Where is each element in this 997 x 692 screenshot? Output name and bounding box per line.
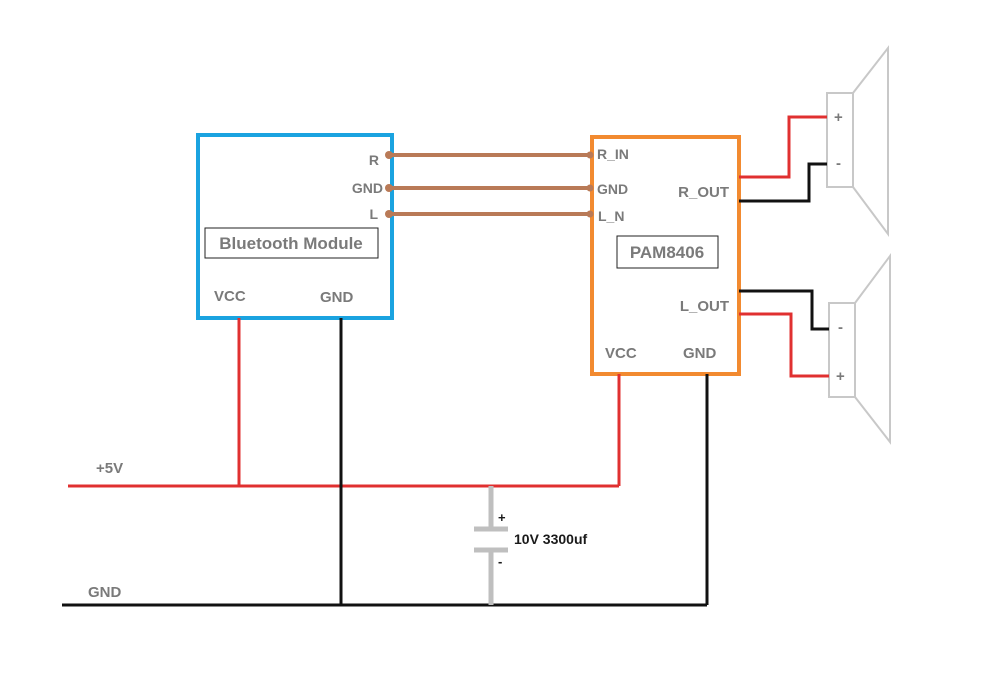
ground-wires <box>62 318 709 607</box>
amp-pin-gnd-label: GND <box>597 181 628 197</box>
signal-wires <box>389 153 592 216</box>
l-out-minus-wire <box>739 289 829 331</box>
amplifier-title-box <box>616 235 719 269</box>
bt-pin-vcc-label: VCC <box>214 288 246 305</box>
speaker-right-plus: + <box>834 109 843 126</box>
amp-pin-l-out-label: L_OUT <box>680 298 729 315</box>
power-wires <box>68 318 621 488</box>
bluetooth-module-title: Bluetooth Module <box>219 234 363 253</box>
amp-pin-vcc-label: VCC <box>605 345 637 362</box>
amp-pin-gnd-bottom-label: GND <box>683 345 717 362</box>
supply-rail-label: +5V <box>96 460 123 477</box>
amplifier-box <box>590 135 741 376</box>
signal-wire-dots <box>385 151 594 218</box>
r-out-plus-wire <box>739 115 827 179</box>
l-out-plus-wire <box>739 312 829 378</box>
speaker-left-minus: - <box>838 319 843 336</box>
bluetooth-module-box <box>196 133 394 320</box>
speaker-right <box>826 45 889 238</box>
bt-pin-l-label: L <box>369 206 378 222</box>
amplifier-title: PAM8406 <box>630 243 704 262</box>
bt-pin-gnd-label: GND <box>352 180 383 196</box>
speaker-left-plus: + <box>836 368 845 385</box>
ground-rail-label: GND <box>88 584 122 601</box>
speaker-wires <box>739 115 829 378</box>
speaker-right-minus: - <box>836 155 841 172</box>
capacitor-minus-label: - <box>498 554 502 569</box>
bluetooth-module-title-box <box>204 227 379 259</box>
capacitor-label: 10V 3300uf <box>514 531 587 547</box>
bt-pin-r-label: R <box>369 152 379 168</box>
speaker-left <box>828 252 891 445</box>
amp-pin-r-in-label: R_IN <box>597 146 629 162</box>
r-out-minus-wire <box>739 162 827 203</box>
amp-pin-r-out-label: R_OUT <box>678 184 729 201</box>
amp-pin-l-in-label: L_N <box>598 208 624 224</box>
bt-pin-gnd-bottom-label: GND <box>320 289 354 306</box>
capacitor-plus-label: + <box>498 510 506 525</box>
capacitor <box>474 486 508 605</box>
